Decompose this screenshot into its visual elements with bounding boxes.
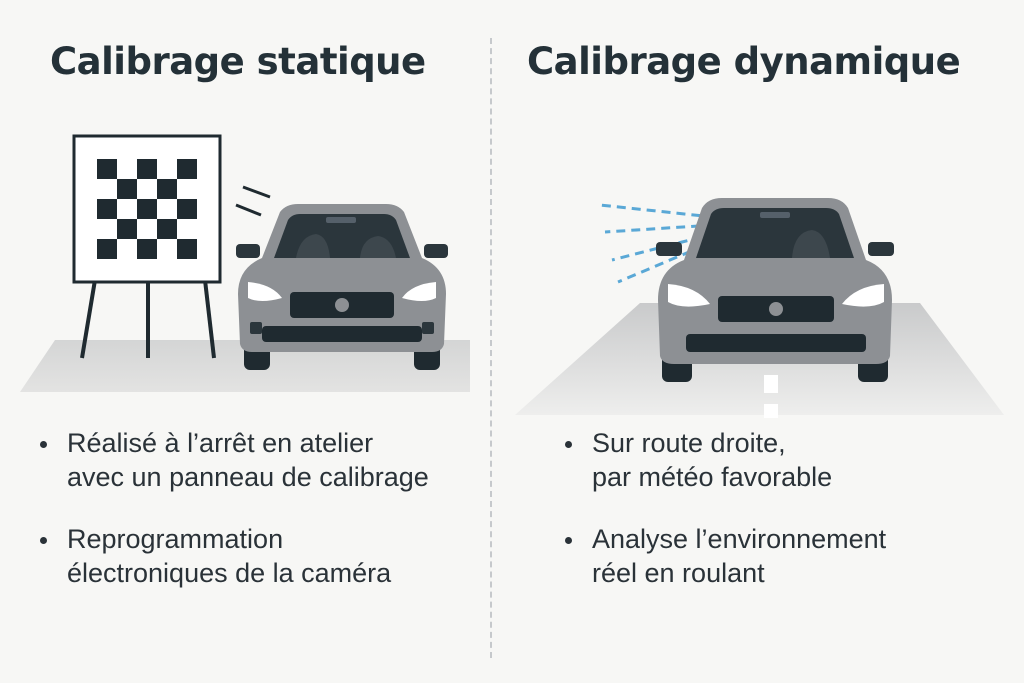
bullet-line: réel en roulant (592, 558, 765, 588)
bullet-icon (565, 537, 572, 544)
static-calibration-points: Réalisé à l’arrêt en atelier avec un pan… (40, 426, 490, 618)
dynamic-calibration-points: Sur route droite, par météo favorable An… (565, 426, 1005, 618)
list-item: Reprogrammation électroniques de la camé… (40, 522, 490, 590)
list-item: Sur route droite, par météo favorable (565, 426, 1005, 494)
bullet-icon (565, 441, 572, 448)
bullet-line: Reprogrammation (67, 524, 284, 554)
dynamic-calibration-title: Calibrage dynamique (527, 40, 961, 83)
calibration-target-icon (72, 134, 271, 359)
bullet-line: Sur route droite, (592, 428, 786, 458)
car-front-icon (236, 204, 448, 370)
bullet-line: Réalisé à l’arrêt en atelier (67, 428, 374, 458)
bullet-line: Analyse l’environnement (592, 524, 887, 554)
bullet-line: électroniques de la caméra (67, 558, 392, 588)
bullet-line: par météo favorable (592, 462, 833, 492)
bullet-icon (40, 537, 47, 544)
list-item: Réalisé à l’arrêt en atelier avec un pan… (40, 426, 490, 494)
static-calibration-title: Calibrage statique (50, 40, 426, 83)
bullet-icon (40, 441, 47, 448)
bullet-line: avec un panneau de calibrage (67, 462, 429, 492)
column-divider (490, 38, 492, 658)
list-item: Analyse l’environnement réel en roulant (565, 522, 1005, 590)
car-front-icon (656, 198, 894, 382)
